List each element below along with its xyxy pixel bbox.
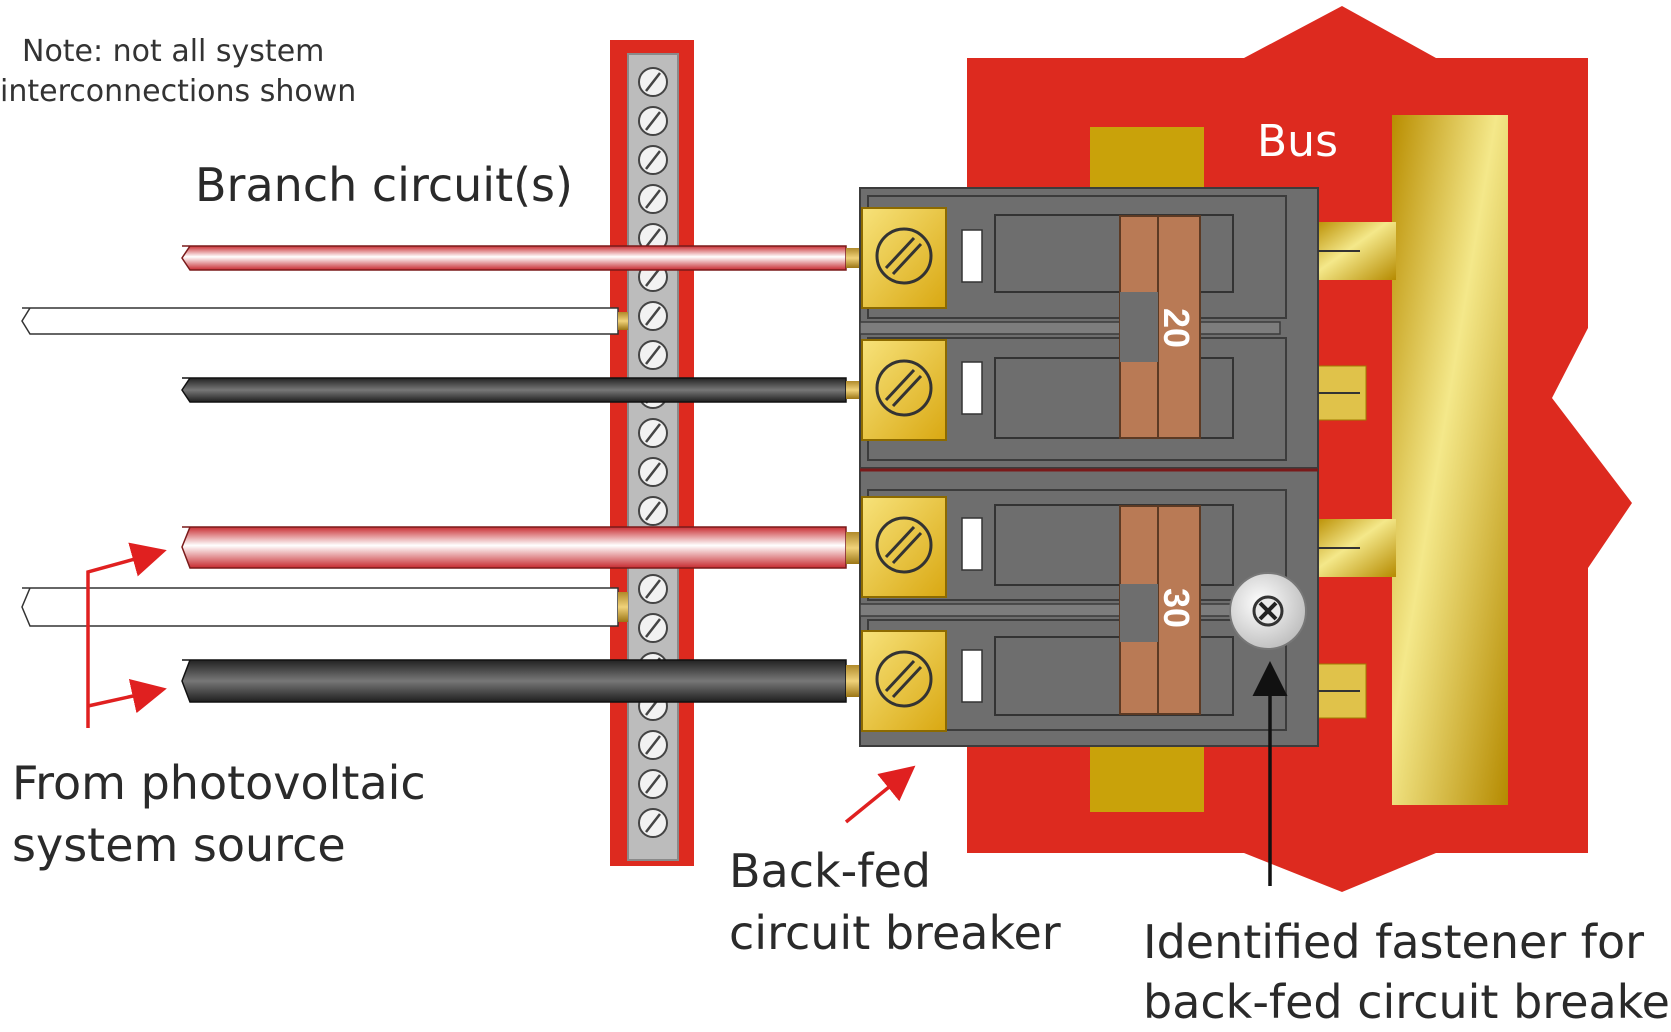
pv-pointer-arrows <box>86 542 167 728</box>
breaker-30-handle: 30 <box>1119 505 1201 715</box>
branch-black-wire <box>181 377 860 403</box>
branch-circuits-label: Branch circuit(s) <box>195 158 573 212</box>
breaker-20-rating: 20 <box>1156 308 1197 348</box>
fastener-icon <box>1229 572 1307 650</box>
identified-fastener-label: Identified fastener for back-fed circuit… <box>1143 912 1671 1032</box>
strip-screw-icon <box>638 184 668 214</box>
terminal-screw-icon <box>861 339 947 441</box>
pv-black-wire <box>181 659 860 703</box>
strip-screw-icon <box>638 496 668 526</box>
terminal-screw-icon <box>861 496 947 598</box>
terminal-screw-icon <box>861 207 947 309</box>
strip-screw-icon <box>638 613 668 643</box>
pv-line-1: From photovoltaic <box>12 756 426 810</box>
strip-screw-icon <box>638 106 668 136</box>
breaker-terminals <box>861 207 947 732</box>
pv-white-wire <box>21 587 628 627</box>
strip-screw-icon <box>638 67 668 97</box>
pv-source-label: From photovoltaic system source <box>12 752 426 876</box>
strip-screw-icon <box>638 145 668 175</box>
backfed-line-1: Back-fed <box>729 844 931 898</box>
note-line-1: Note: not all system <box>22 34 325 69</box>
breaker-20-handle: 20 <box>1119 215 1201 439</box>
backfed-breaker-label: Back-fed circuit breaker <box>729 840 1061 964</box>
strip-screw-icon <box>638 808 668 838</box>
breaker-30-rating: 30 <box>1156 588 1197 628</box>
strip-screw-icon <box>638 574 668 604</box>
bus-label: Bus <box>1257 116 1338 167</box>
branch-red-wire <box>181 245 860 271</box>
fastener-line-1: Identified fastener for <box>1143 915 1645 969</box>
pv-line-2: system source <box>12 818 346 872</box>
strip-screw-icon <box>638 223 668 253</box>
note-line-2: interconnections shown <box>0 74 357 109</box>
backfed-line-2: circuit breaker <box>729 906 1061 960</box>
strip-screw-icon <box>638 457 668 487</box>
branch-white-wire <box>21 307 628 335</box>
strip-screw-icon <box>638 418 668 448</box>
note-text: Note: not all system interconnections sh… <box>0 32 356 112</box>
strip-screw-icon <box>638 340 668 370</box>
fastener-line-2: back-fed circuit breaker <box>1143 975 1671 1029</box>
backfed-pointer-arrow <box>844 765 916 824</box>
strip-screw-icon <box>638 769 668 799</box>
strip-screw-icon <box>638 730 668 760</box>
pv-red-wire <box>181 526 860 569</box>
strip-screw-icon <box>638 301 668 331</box>
terminal-screw-icon <box>861 630 947 732</box>
